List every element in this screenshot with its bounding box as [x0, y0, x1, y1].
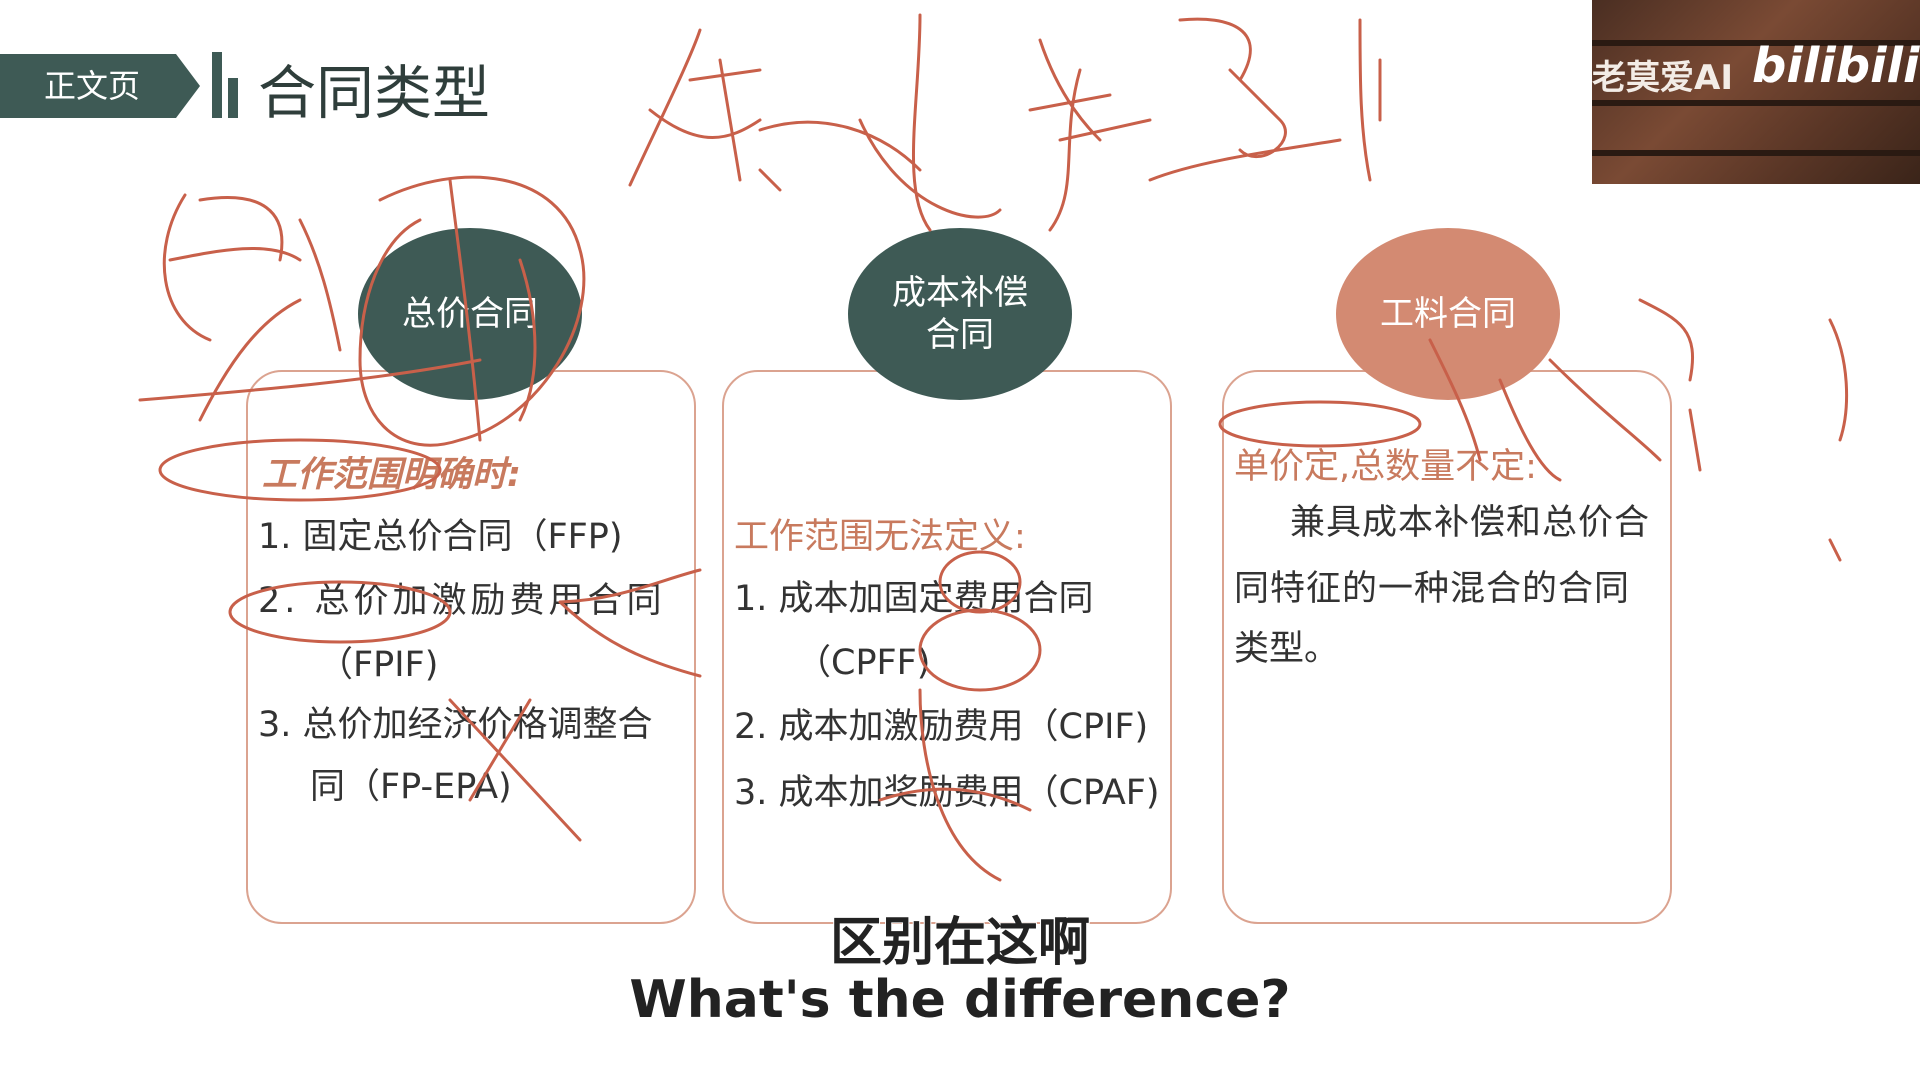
oval-time-material: 工料合同	[1336, 228, 1560, 400]
card-heading: 工作范围明确时:	[262, 455, 521, 495]
card-heading: 单价定,总数量不定:	[1234, 447, 1537, 487]
list-item: 2. 总价加激励费用合同	[258, 581, 666, 621]
description-text: 同特征的一种混合的合同	[1234, 569, 1631, 609]
list-item: 3. 总价加经济价格调整合	[258, 705, 653, 745]
subtitle-chinese: 区别在这啊	[829, 912, 1091, 974]
channel-watermark: 老莫爱AI	[1592, 58, 1733, 98]
oval-cost-reimbursable: 成本补偿 合同	[848, 228, 1072, 400]
list-item: 3. 成本加奖励费用（CPAF)	[734, 773, 1160, 813]
card-heading: 工作范围无法定义:	[734, 517, 1026, 557]
presenter-video: 老莫爱AI bilibili	[1592, 0, 1920, 184]
oval-fixed-price: 总价合同	[358, 228, 582, 400]
subtitle-english: What's the difference?	[628, 969, 1291, 1031]
list-item: 2. 成本加激励费用（CPIF)	[734, 707, 1149, 747]
oval-label: 总价合同	[402, 294, 538, 334]
list-item: 1. 固定总价合同（FFP)	[258, 517, 623, 557]
bilibili-logo: bilibili	[1752, 38, 1920, 94]
list-item: （CPFF)	[796, 643, 931, 683]
description-text: 兼具成本补偿和总价合	[1290, 503, 1651, 543]
description-text: 类型。	[1234, 629, 1340, 669]
slide-title: 合同类型	[258, 59, 491, 127]
list-item: （FPIF)	[318, 645, 439, 685]
oval-label: 工料合同	[1380, 294, 1516, 334]
section-tag: 正文页	[0, 54, 200, 118]
list-item: 同（FP-EPA)	[310, 767, 512, 807]
oval-label: 合同	[926, 315, 994, 355]
oval-label: 成本补偿	[892, 273, 1028, 313]
card-cost-reimbursable	[722, 370, 1172, 924]
list-item: 1. 成本加固定费用合同	[734, 579, 1094, 619]
